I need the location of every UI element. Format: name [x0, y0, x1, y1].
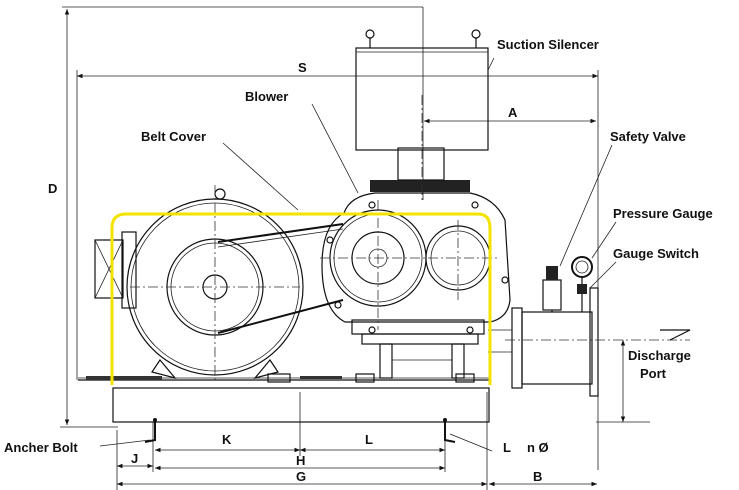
motor: [94, 185, 304, 380]
label-suction-silencer: Suction Silencer: [497, 37, 599, 52]
leader-lines: [99, 57, 617, 452]
safety-valve: [542, 266, 562, 312]
label-port: Port: [640, 366, 667, 381]
suction-silencer: [355, 29, 489, 151]
dim-B: B: [533, 469, 542, 484]
label-ancher-bolt: Ancher Bolt: [4, 440, 78, 455]
dim-L: L: [365, 432, 373, 447]
dim-J: J: [131, 451, 138, 466]
dim-G: G: [296, 469, 306, 484]
dim-n-diameter: n Ø: [527, 440, 549, 455]
dim-L2: L: [503, 440, 511, 455]
label-gauge-switch: Gauge Switch: [613, 246, 699, 261]
discharge-pipe: [488, 287, 691, 397]
label-pressure-gauge: Pressure Gauge: [613, 206, 713, 221]
anchor-bolts: [144, 418, 456, 443]
pressure-gauge: [571, 256, 593, 312]
dimension-lines: [60, 6, 650, 490]
dim-D: D: [48, 181, 57, 196]
belt: [217, 223, 344, 334]
dim-K: K: [222, 432, 232, 447]
dim-H: H: [296, 453, 305, 468]
label-safety-valve: Safety Valve: [610, 129, 686, 144]
dim-A: A: [508, 105, 518, 120]
label-blower: Blower: [245, 89, 288, 104]
belt-cover-outline: [110, 212, 492, 385]
blower-pedestal: [379, 343, 465, 379]
blower: [320, 95, 511, 345]
base-frame: [78, 373, 490, 423]
label-discharge: Discharge: [628, 348, 691, 363]
label-belt-cover: Belt Cover: [141, 129, 206, 144]
dim-S: S: [298, 60, 307, 75]
